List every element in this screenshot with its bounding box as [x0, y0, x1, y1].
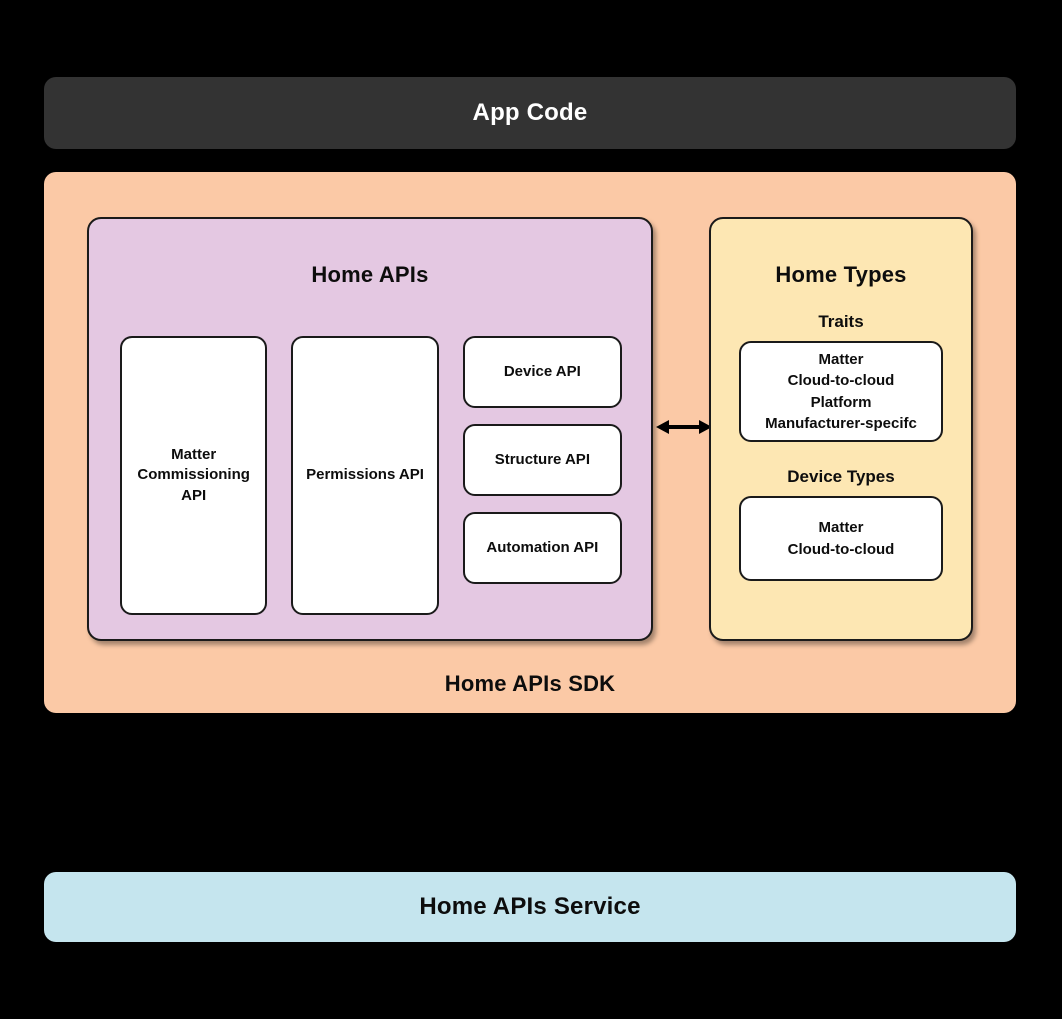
device-types-heading: Device Types	[787, 467, 895, 486]
home-types-panel: Home Types Traits Matter Cloud-to-cloud …	[709, 217, 973, 641]
home-types-panel-title: Home Types	[775, 262, 907, 287]
traits-box-items: Matter Cloud-to-cloud Platform Manufactu…	[765, 349, 917, 434]
traits-heading: Traits	[818, 312, 864, 331]
api-box-automation[interactable]: Automation API	[462, 512, 622, 584]
matter-commissioning-column: Matter Commissioning API	[120, 336, 268, 615]
api-stack-column: Device API Structure API Automation API	[462, 336, 622, 615]
home-apis-panel-title: Home APIs	[311, 262, 429, 287]
app-code-layer: App Code	[44, 77, 1016, 149]
api-box-permissions[interactable]: Permissions API	[291, 336, 439, 615]
device-type-item-matter: Matter	[818, 519, 864, 537]
api-box-matter-commissioning-label: Matter Commissioning API	[137, 445, 250, 506]
device-type-item-cloud-to-cloud: Cloud-to-cloud	[787, 540, 895, 558]
trait-item-matter: Matter	[818, 350, 864, 368]
matter-commissioning-line-3: API	[181, 486, 207, 504]
home-apis-sdk-layer: Home APIs Matter Commissioning API Permi…	[44, 172, 1016, 713]
matter-commissioning-line-2: Commissioning	[137, 466, 250, 484]
permissions-api-column: Permissions API	[291, 336, 439, 615]
home-apis-service-layer: Home APIs Service	[44, 872, 1016, 942]
api-box-device[interactable]: Device API	[462, 336, 622, 408]
home-apis-service-label: Home APIs Service	[419, 893, 641, 920]
api-box-structure[interactable]: Structure API	[462, 424, 622, 496]
trait-item-manufacturer-specific: Manufacturer-specifc	[765, 414, 917, 432]
matter-commissioning-line-1: Matter	[171, 446, 217, 464]
app-code-label: App Code	[472, 99, 588, 126]
home-types-groups: Traits Matter Cloud-to-cloud Platform Ma…	[739, 312, 943, 581]
device-types-box-items: Matter Cloud-to-cloud	[788, 517, 895, 560]
api-box-matter-commissioning[interactable]: Matter Commissioning API	[120, 336, 268, 615]
home-apis-panel: Home APIs Matter Commissioning API Permi…	[87, 217, 653, 641]
traits-box[interactable]: Matter Cloud-to-cloud Platform Manufactu…	[739, 341, 943, 442]
device-types-box[interactable]: Matter Cloud-to-cloud	[739, 496, 943, 581]
home-apis-box-row: Matter Commissioning API Permissions API…	[120, 336, 622, 615]
bidirectional-arrow-icon	[656, 420, 712, 434]
trait-item-cloud-to-cloud: Cloud-to-cloud	[787, 372, 895, 390]
home-apis-sdk-label: Home APIs SDK	[444, 671, 616, 696]
trait-item-platform: Platform	[810, 393, 872, 411]
